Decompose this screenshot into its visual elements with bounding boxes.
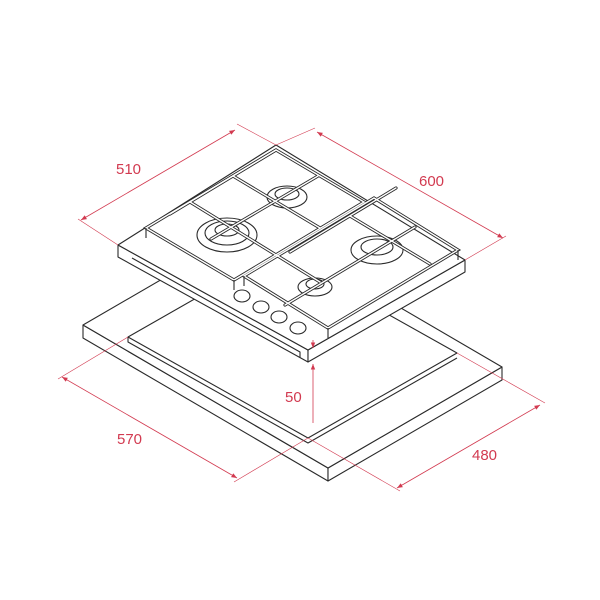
dimension-label-50: 50	[285, 389, 302, 406]
knob-4	[289, 321, 307, 335]
knob-2	[252, 300, 270, 314]
dimension-50: 50	[285, 340, 316, 423]
dimension-510: 510	[77, 123, 277, 246]
dimension-label-480: 480	[472, 447, 497, 464]
dimension-label-600: 600	[419, 173, 444, 190]
knob-3	[270, 310, 288, 324]
control-knobs	[233, 289, 307, 335]
dimension-label-570: 570	[117, 431, 142, 448]
dimension-label-510: 510	[116, 161, 141, 178]
knob-1	[233, 289, 251, 303]
gas-hob	[117, 144, 466, 363]
dimension-600: 600	[275, 127, 507, 261]
dimension-570: 570	[57, 336, 309, 483]
burners	[196, 185, 404, 297]
dimension-480: 480	[307, 352, 546, 492]
